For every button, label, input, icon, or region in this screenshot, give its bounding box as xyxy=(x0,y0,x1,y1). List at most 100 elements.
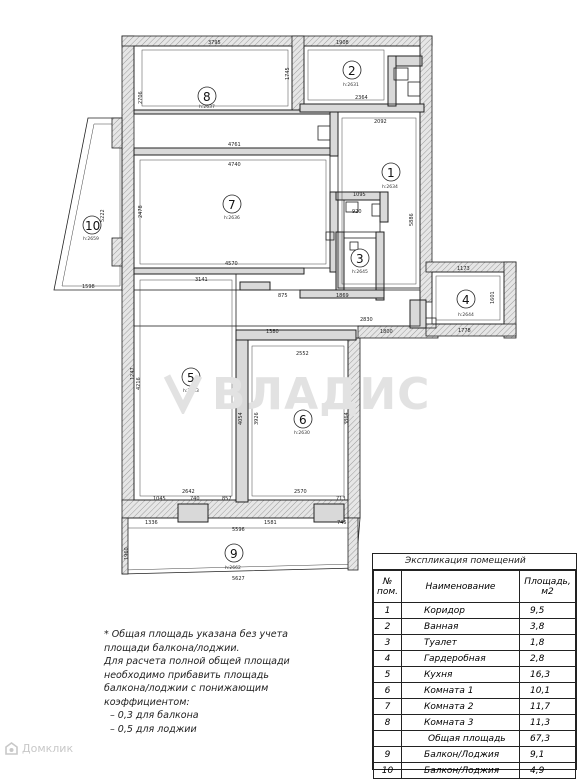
room-marker-7: 7 h:2636 xyxy=(222,194,242,221)
watermark-logo-icon xyxy=(163,374,203,414)
room-marker-3: 3 h:2645 xyxy=(350,248,370,275)
dim-857: 857 xyxy=(222,496,232,502)
dim-2092: 2092 xyxy=(374,119,387,125)
dim-2642: 2642 xyxy=(182,489,195,495)
dim-1778: 1778 xyxy=(458,328,471,334)
dim-1800: 1800 xyxy=(380,329,393,335)
dim-1869: 1869 xyxy=(336,293,349,299)
dim-1908: 1908 xyxy=(336,40,349,46)
note-item-loggia: – 0,5 для лоджии xyxy=(110,723,197,735)
dim-5627: 5627 xyxy=(232,576,245,582)
header-area: Площадь, м2 xyxy=(519,570,576,603)
dim-2830: 2830 xyxy=(360,317,373,323)
dim-1095: 1095 xyxy=(353,192,366,198)
svg-text:h:2636: h:2636 xyxy=(224,215,240,221)
room-marker-10: 10 h:2659 xyxy=(82,215,102,242)
domklik-watermark: Домклик xyxy=(22,742,74,755)
dim-4761: 4761 xyxy=(228,142,241,148)
dim-1581: 1581 xyxy=(264,520,277,526)
dim-740: 740 xyxy=(190,496,200,502)
svg-text:7: 7 xyxy=(228,198,236,212)
room-marker-9: 9 h:2662 xyxy=(224,543,244,571)
dim-4054: 4054 xyxy=(238,412,244,425)
svg-text:1: 1 xyxy=(387,166,395,180)
dim-920: 920 xyxy=(352,209,362,215)
balcony-10 xyxy=(53,117,123,291)
dim-3795: 3795 xyxy=(208,40,221,46)
dimension-labels: 3795 1908 2364 4761 4740 4570 3141 1095 … xyxy=(82,40,496,582)
svg-text:h:2637: h:2637 xyxy=(199,104,215,110)
svg-text:3: 3 xyxy=(356,252,364,266)
room-outlines xyxy=(133,45,505,501)
dim-1380: 1380 xyxy=(266,329,279,335)
svg-text:h:2631: h:2631 xyxy=(343,82,359,88)
room-marker-4: 4 h:2644 xyxy=(456,289,476,318)
fixtures xyxy=(317,67,437,329)
svg-text:4: 4 xyxy=(462,293,470,307)
room-marker-8: 8 h:2637 xyxy=(197,86,217,110)
dim-875: 875 xyxy=(278,293,288,299)
explication-table: Экспликация помещений № пом. Наименовани… xyxy=(372,553,577,779)
balcony-9 xyxy=(121,503,361,575)
dim-1045: 1045 xyxy=(153,496,166,502)
dim-2478: 2478 xyxy=(138,205,144,218)
svg-text:h:2634: h:2634 xyxy=(382,184,398,190)
dim-1598: 1598 xyxy=(82,284,95,290)
dim-1960: 1960 xyxy=(124,547,130,560)
header-name: Наименование xyxy=(401,570,520,603)
explication-title: Экспликация помещений xyxy=(373,554,576,570)
dim-4740: 4740 xyxy=(228,162,241,168)
dim-713: 713 xyxy=(336,496,346,502)
svg-text:9: 9 xyxy=(230,547,238,561)
svg-text:10: 10 xyxy=(85,219,100,233)
svg-text:h:2630: h:2630 xyxy=(294,430,310,436)
dim-1173: 1173 xyxy=(457,266,470,272)
svg-text:h:2659: h:2659 xyxy=(83,236,99,242)
svg-text:5: 5 xyxy=(187,371,195,385)
dim-1247: 1247 xyxy=(130,367,136,380)
header-num: № пом. xyxy=(372,570,403,603)
area-note: * Общая площадь указана без учета площад… xyxy=(104,628,300,736)
dim-3864: 3864 xyxy=(344,412,350,425)
dim-5886: 5886 xyxy=(409,213,415,226)
dim-2364: 2364 xyxy=(355,95,368,101)
room-marker-6: 6 h:2630 xyxy=(293,409,313,436)
note-line-2: Для расчета полной общей площади необход… xyxy=(104,656,290,708)
dim-745: 745 xyxy=(337,520,347,526)
dim-1745: 1745 xyxy=(285,67,291,80)
dim-3141: 3141 xyxy=(195,277,208,283)
svg-text:6: 6 xyxy=(299,413,307,427)
svg-text:h:2645: h:2645 xyxy=(352,269,368,275)
dim-5222: 5222 xyxy=(100,209,106,222)
note-item-balcony: – 0,3 для балкона xyxy=(110,710,199,721)
domklik-logo-icon xyxy=(5,742,18,755)
room-marker-1: 1 h:2634 xyxy=(381,162,401,190)
dim-2706: 2706 xyxy=(138,91,144,104)
watermark-text: ВЛАДИС xyxy=(212,369,431,420)
svg-text:h:2662: h:2662 xyxy=(225,565,241,571)
room-marker-2: 2 h:2631 xyxy=(342,60,362,88)
svg-text:h:2644: h:2644 xyxy=(458,312,474,318)
svg-text:8: 8 xyxy=(203,90,211,104)
dim-5596: 5596 xyxy=(232,527,245,533)
svg-text:2: 2 xyxy=(348,64,356,78)
dim-2552: 2552 xyxy=(296,351,309,357)
dim-1601: 1601 xyxy=(490,291,496,304)
dim-1336: 1336 xyxy=(145,520,158,526)
dim-3926: 3926 xyxy=(254,412,260,425)
dim-4570: 4570 xyxy=(225,261,238,267)
dim-4216: 4216 xyxy=(136,377,142,390)
note-line-1: * Общая площадь указана без учета площад… xyxy=(104,629,288,654)
